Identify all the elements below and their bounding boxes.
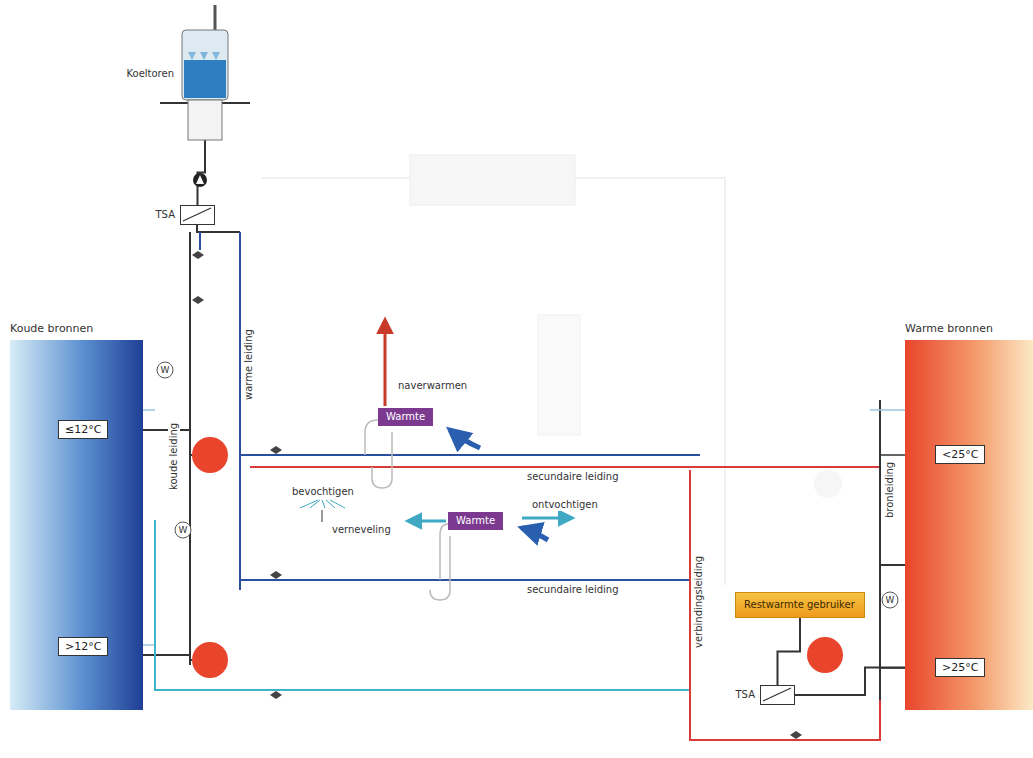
pipe-label: bronleiding <box>884 460 896 520</box>
meter-letter: W <box>159 365 172 376</box>
heat-pumps <box>192 437 843 678</box>
warm-wells-band: Warme bronnen<25°C>25°C <box>905 340 1033 710</box>
faded-unit <box>262 155 842 585</box>
heat-exchanger: TSA <box>760 685 795 705</box>
node-heading: Koude bronnen <box>10 322 93 335</box>
pump-symbols <box>32 173 1015 662</box>
temperature-box: >25°C <box>935 658 985 677</box>
node-label: Restwarmte gebruiker <box>744 599 856 611</box>
meter-symbols <box>157 362 898 608</box>
cooling-tower-figure <box>180 30 230 140</box>
meter-letter: W <box>177 525 190 536</box>
node-heading: Warme bronnen <box>905 322 993 335</box>
process-label: secundaire leiding <box>525 471 621 483</box>
residual-heat-user-box: Restwarmte gebruiker <box>735 592 865 618</box>
node-label: ≤12°C <box>65 423 101 436</box>
cold-wells-band: Koude bronnen≤12°C>12°C <box>10 340 143 710</box>
pipe-connector <box>778 618 801 685</box>
coil-loops <box>365 420 450 600</box>
node-label: Warmte <box>386 411 425 423</box>
temperature-box: ≤12°C <box>58 420 108 439</box>
node-heading: TSA <box>736 689 755 701</box>
process-label: secundaire leiding <box>525 584 621 596</box>
pipe-label: verbindingsleiding <box>693 554 705 650</box>
node-label: <25°C <box>942 448 978 461</box>
process-label: ontvochtigen <box>530 499 600 511</box>
heat-exchanger: TSA <box>180 205 215 225</box>
node-label: >25°C <box>942 661 978 674</box>
node-label: Warmte <box>456 515 495 527</box>
node-heading: Koeltoren <box>126 68 174 80</box>
node-label: >12°C <box>65 640 101 653</box>
node-heading: TSA <box>156 209 175 221</box>
valve-symbols <box>115 251 802 739</box>
temperature-box: <25°C <box>935 445 985 464</box>
air-unit-box: Warmte <box>378 408 433 426</box>
pipe-label: warme leiding <box>243 327 255 402</box>
exchanger-plates <box>181 206 213 223</box>
meter-letter: W <box>884 595 897 606</box>
temperature-box: >12°C <box>58 637 108 656</box>
process-label: bevochtigen <box>290 486 356 498</box>
pipes <box>45 5 1005 740</box>
exchanger-plates <box>761 686 793 703</box>
pipe-connector <box>198 140 206 205</box>
process-label: naverwarmen <box>396 380 469 392</box>
cooling-tower: Koeltoren <box>180 30 230 140</box>
pipe-label: koude leiding <box>168 421 180 492</box>
air-unit-box: Warmte <box>448 512 503 530</box>
process-label: verneveling <box>330 524 393 536</box>
